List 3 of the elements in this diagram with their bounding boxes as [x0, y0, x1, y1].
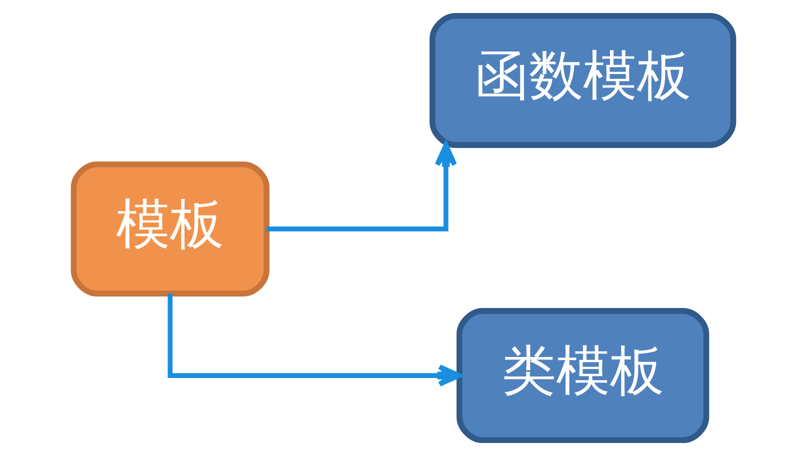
node-box: 模板: [70, 161, 270, 296]
node-box: 函数模板: [430, 12, 736, 148]
node-box: 类模板: [456, 308, 710, 444]
